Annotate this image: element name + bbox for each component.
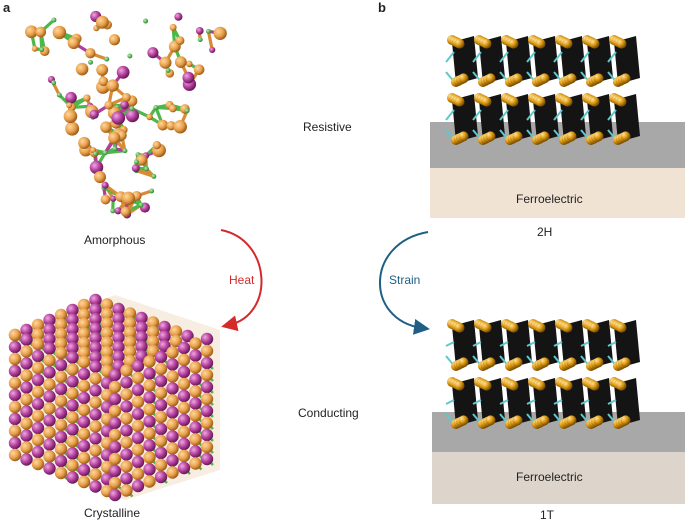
strain-arrow xyxy=(379,231,430,335)
1t-layers xyxy=(445,319,640,429)
substrate-bottom-label: Ferroelectric xyxy=(516,470,583,484)
crystalline-structure xyxy=(8,293,220,502)
substrate-bottom xyxy=(432,412,685,504)
strain-label: Strain xyxy=(389,273,421,287)
resistive-label: Resistive xyxy=(303,120,352,134)
phase-1t-label: 1T xyxy=(540,508,555,522)
conducting-label: Conducting xyxy=(298,406,359,420)
heat-label: Heat xyxy=(229,273,255,287)
crystalline-label: Crystalline xyxy=(84,506,141,520)
heat-arrow xyxy=(220,229,263,332)
2h-layers xyxy=(445,35,640,145)
amorphous-label: Amorphous xyxy=(84,233,146,247)
substrate-top-label: Ferroelectric xyxy=(516,192,583,206)
panel-b-letter: b xyxy=(378,0,386,15)
panel-a-letter: a xyxy=(3,0,11,15)
phase-2h-label: 2H xyxy=(537,225,553,239)
amorphous-structure xyxy=(25,10,227,219)
